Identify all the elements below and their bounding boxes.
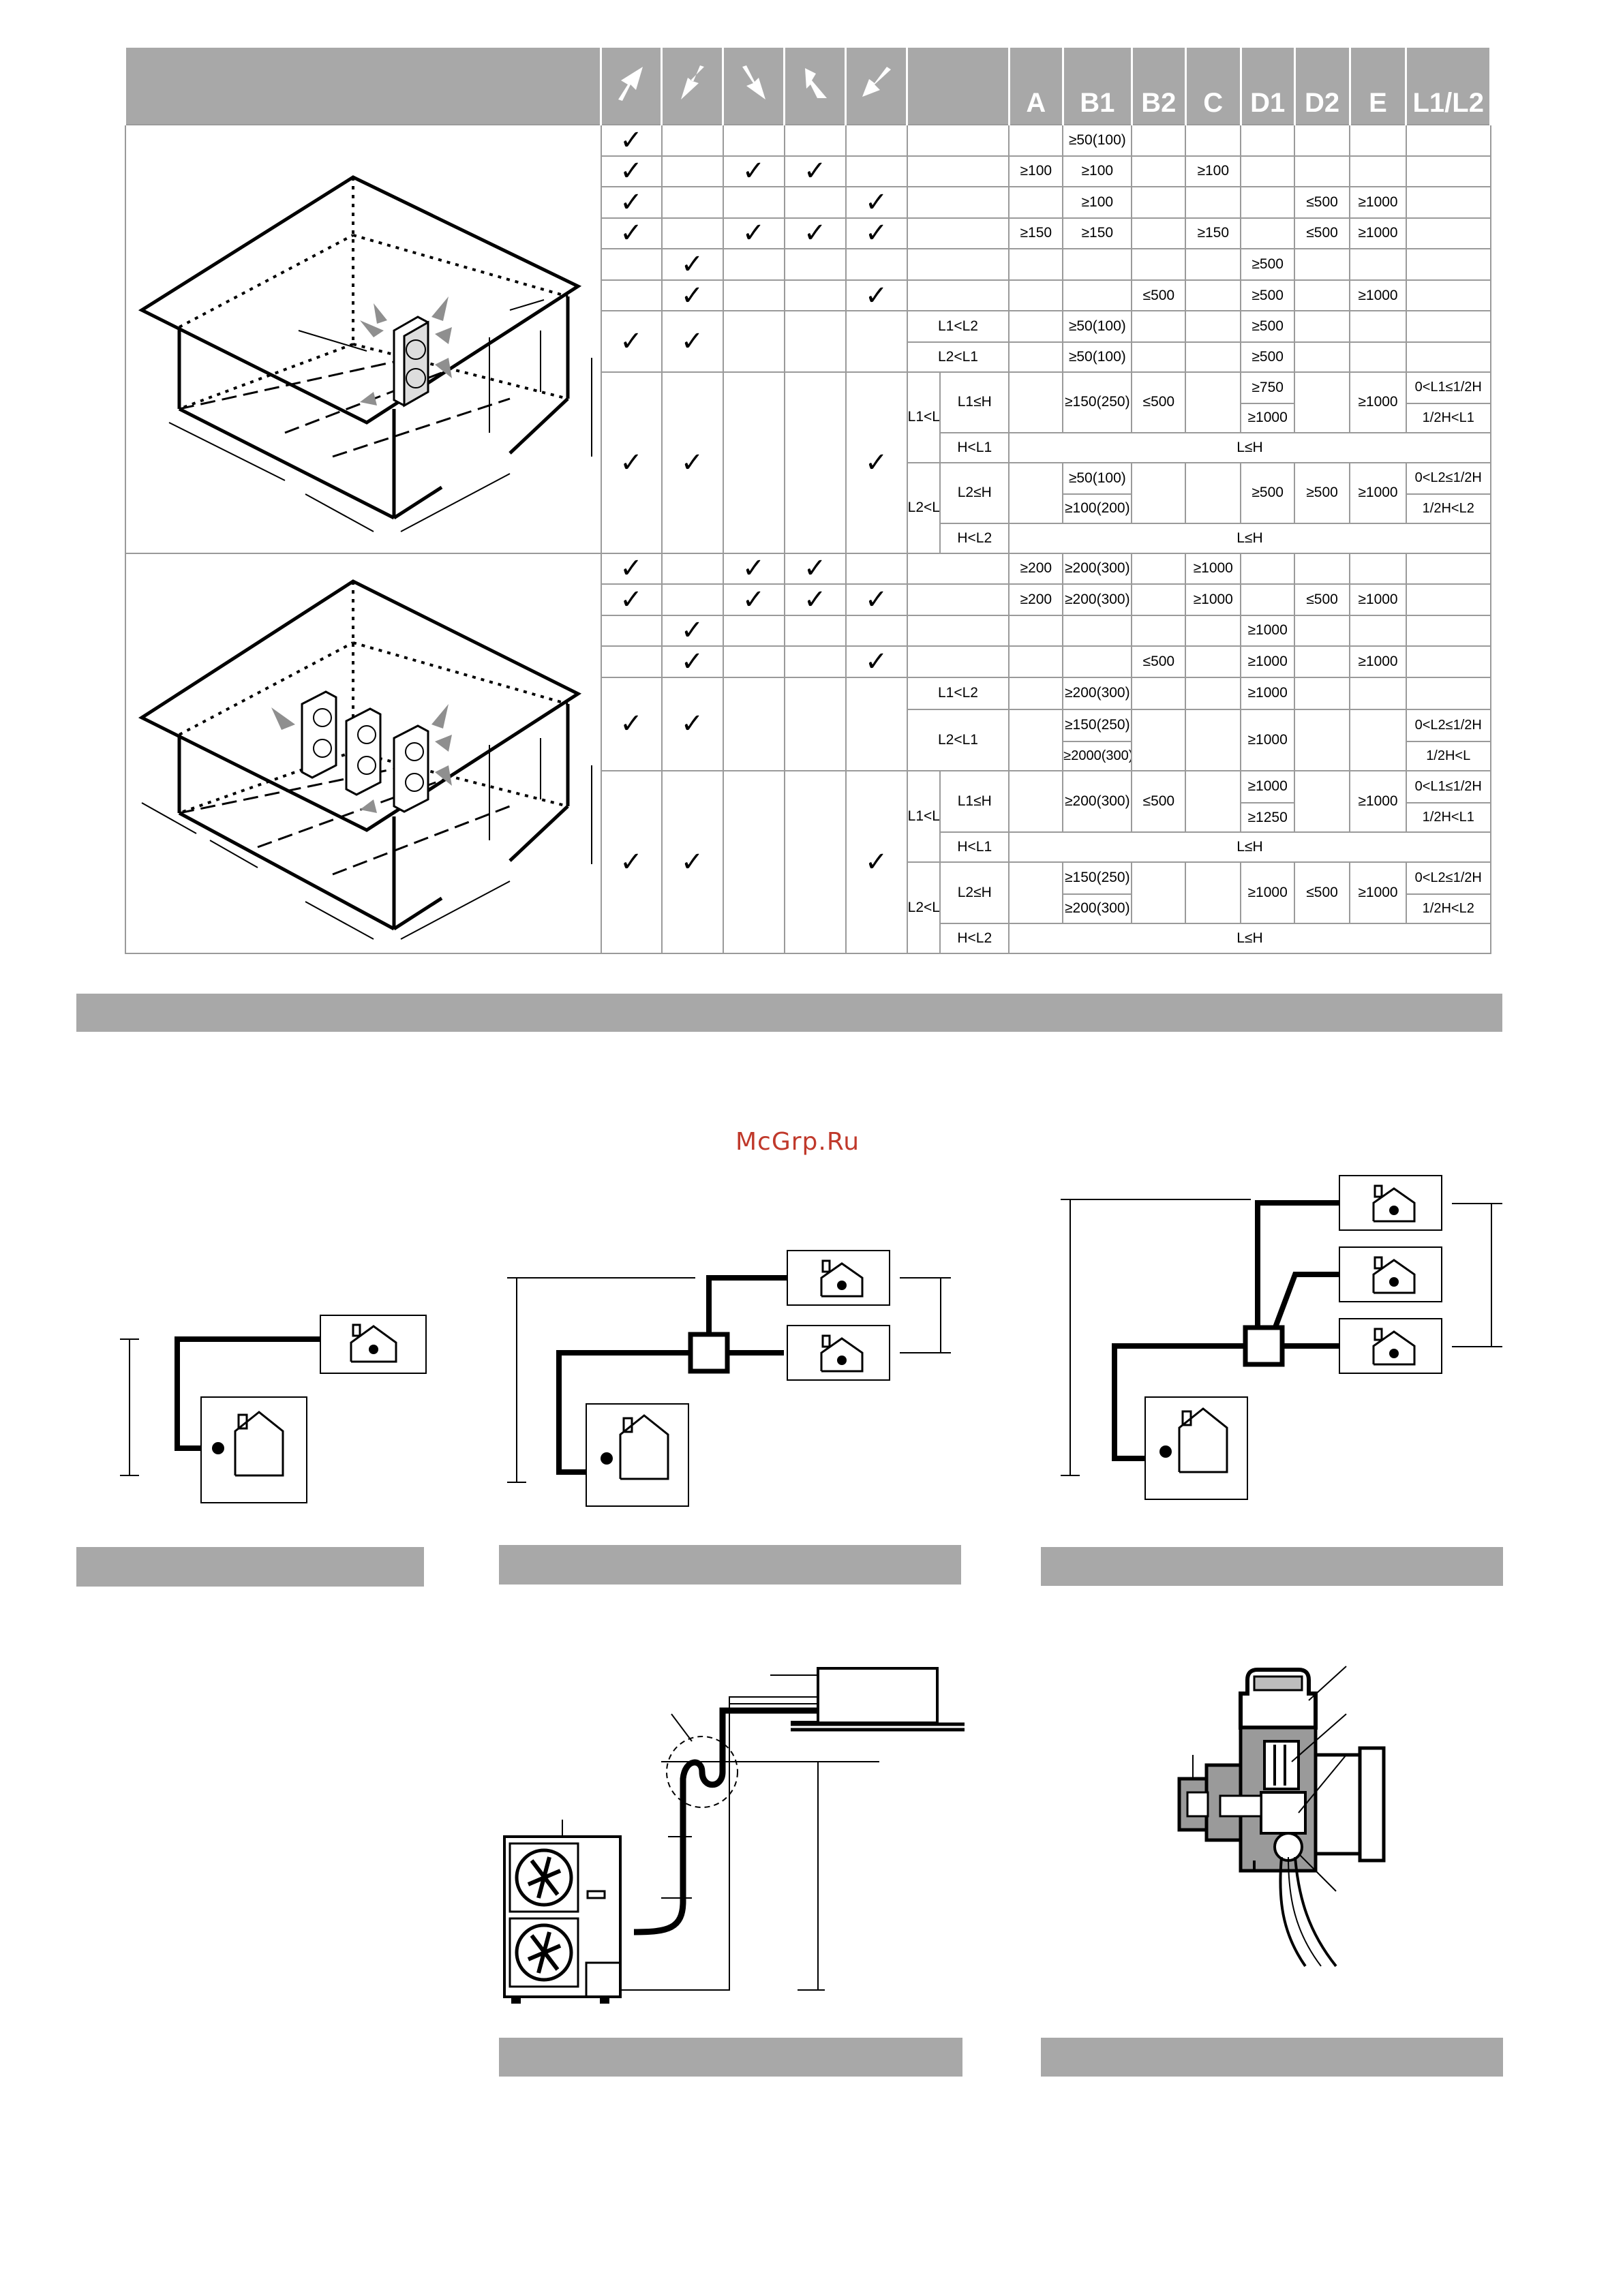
table-row: ✓ ✓ L1<L2 ≥50(100) ≥500 xyxy=(125,310,1491,373)
table-row: ✓ ✓ ≤500 ≥500 ≥1000 xyxy=(125,279,1491,312)
house-icon xyxy=(1339,1175,1442,1231)
airflow-direction-4-icon xyxy=(804,68,827,98)
house-icon xyxy=(200,1396,307,1503)
indoor-cassette-icon xyxy=(770,1667,965,1732)
header-direction-3 xyxy=(722,48,786,125)
table-row: ✓ ✓ ✓ ≥100 ≥100 ≥100 xyxy=(125,155,1491,188)
airflow-direction-5-icon xyxy=(862,67,891,97)
header-direction-4 xyxy=(783,48,847,125)
installation-clearance-table: A B1 B2 C D1 D2 E L1/L2 xyxy=(124,48,1491,955)
installation-clearance-table-wrap: A B1 B2 C D1 D2 E L1/L2 xyxy=(124,48,1491,955)
table-row: L2<L1 L2≤H ≥150(250) ≥1000 ≤500 ≥1000 0<… xyxy=(125,861,1491,955)
piping-diagram-single xyxy=(120,1315,427,1503)
diagram-single-unit xyxy=(124,124,602,554)
single-unit-installation-diagram xyxy=(138,174,592,532)
outdoor-unit-icon xyxy=(393,724,429,813)
header-E: E xyxy=(1348,48,1408,125)
section-heading-bar xyxy=(76,994,1502,1032)
table-row: ✓ ≥50(100) xyxy=(124,124,1491,554)
table-row: L2<L1 ≥150(250) ≥1000 0<L2≤1/2H xyxy=(125,708,1491,772)
multi-unit-installation-diagram xyxy=(138,579,592,940)
table-row: ≥2000(300) 1/2H<L xyxy=(125,740,1491,772)
table-row: H<L1 L≤H xyxy=(125,831,1491,863)
table-row: L2<L1 L2≤H ≥50(100) ≥500 ≥500 ≥1000 0<L2… xyxy=(125,461,1491,554)
table-row: L2<L1 ≥50(100) ≥500 xyxy=(125,341,1491,373)
table-header-row: A B1 B2 C D1 D2 E L1/L2 xyxy=(124,48,1491,125)
check-r1-d1: ✓ xyxy=(600,124,663,157)
cell-r1-B1: ≥50(100) xyxy=(1062,124,1133,157)
diagram-caption-bar-2 xyxy=(499,1545,961,1585)
outdoor-unit-icon xyxy=(393,316,429,408)
house-icon xyxy=(1339,1318,1442,1374)
diagram-multi-unit xyxy=(124,552,602,955)
outdoor-unit-icon xyxy=(301,690,337,779)
table-row: ✓ ✓ ✓ ✓ ≥200 ≥200(300) ≥1000 ≤500 ≥1000 xyxy=(125,583,1491,616)
header-B1: B1 xyxy=(1061,48,1133,125)
airflow-direction-2-icon xyxy=(680,65,704,100)
diagram-caption-bar-5 xyxy=(1041,2038,1503,2077)
piping-diagram-joint-two xyxy=(507,1250,951,1507)
table-row: ✓ ✓ ✓ ≥200 ≥200(300) ≥1000 xyxy=(124,552,1491,955)
header-L1L2: L1/L2 xyxy=(1405,48,1491,125)
table-row: ✓ ✓ ✓ L1<L2 L1≤H ≥150(250) ≤500 ≥750 ≥10… xyxy=(125,371,1491,554)
header-condition-col xyxy=(906,48,1010,125)
table-row: ✓ ✓ L1<L2 ≥200(300) ≥1000 xyxy=(125,676,1491,772)
joint-box-icon xyxy=(688,1332,730,1374)
header-diagram-col xyxy=(124,48,602,125)
house-icon xyxy=(1339,1246,1442,1302)
header-A: A xyxy=(1007,48,1064,125)
joint-box-icon xyxy=(1243,1325,1285,1367)
header-direction-1 xyxy=(599,48,663,125)
table-row: ✓ ✓ ✓ L1<L2 L1≤H ≥200(300) ≤500 ≥1000 ≥1… xyxy=(125,770,1491,954)
table-row: H<L2 L≤H xyxy=(125,923,1491,954)
header-direction-5 xyxy=(845,48,909,125)
house-icon xyxy=(1144,1396,1248,1500)
table-row: ≥200(300) 1/2H<L2 xyxy=(125,893,1491,925)
diagram-caption-bar-1 xyxy=(76,1547,424,1587)
table-row: ≥100(200) 1/2H<L2 xyxy=(125,493,1491,525)
service-valve-icon xyxy=(1177,1668,1386,1968)
service-valve-diagram xyxy=(1177,1666,1386,1968)
watermark: McGrp.Ru xyxy=(735,1128,860,1156)
airflow-direction-1-icon xyxy=(618,67,643,101)
house-icon xyxy=(787,1325,890,1381)
header-C: C xyxy=(1184,48,1242,125)
table-row: H<L2 L≤H xyxy=(125,523,1491,554)
table-row: ✓ ≥500 xyxy=(125,248,1491,281)
header-D2: D2 xyxy=(1293,48,1351,125)
house-icon xyxy=(320,1315,427,1374)
house-icon xyxy=(586,1403,689,1507)
table-row: ✓ ✓ ≥100 ≤500 ≥1000 xyxy=(125,186,1491,219)
outdoor-unit-icon xyxy=(345,707,381,796)
table-row: ✓ ✓ ≤500 ≥1000 ≥1000 xyxy=(125,645,1491,678)
header-direction-2 xyxy=(661,48,725,125)
outdoor-unit-icon xyxy=(503,1835,622,2004)
header-B2: B2 xyxy=(1130,48,1187,125)
airflow-direction-3-icon xyxy=(742,65,765,100)
diagram-caption-bar-4 xyxy=(499,2038,962,2077)
diagram-caption-bar-3 xyxy=(1041,1547,1503,1586)
outdoor-indoor-piping-diagram xyxy=(503,1667,965,2004)
header-D1: D1 xyxy=(1239,48,1296,125)
table-row: ≥1000 1/2H<L1 xyxy=(125,402,1491,434)
table-row: ✓ ≥1000 xyxy=(125,614,1491,647)
table-row: ≥1250 1/2H<L1 xyxy=(125,801,1491,833)
piping-diagram-joint-three xyxy=(1061,1175,1502,1500)
table-row: H<L1 L≤H xyxy=(125,432,1491,463)
house-icon xyxy=(787,1250,890,1306)
table-row: ✓ ✓ ✓ ✓ ≥150 ≥150 ≥150 ≤500 ≥1000 xyxy=(125,217,1491,250)
